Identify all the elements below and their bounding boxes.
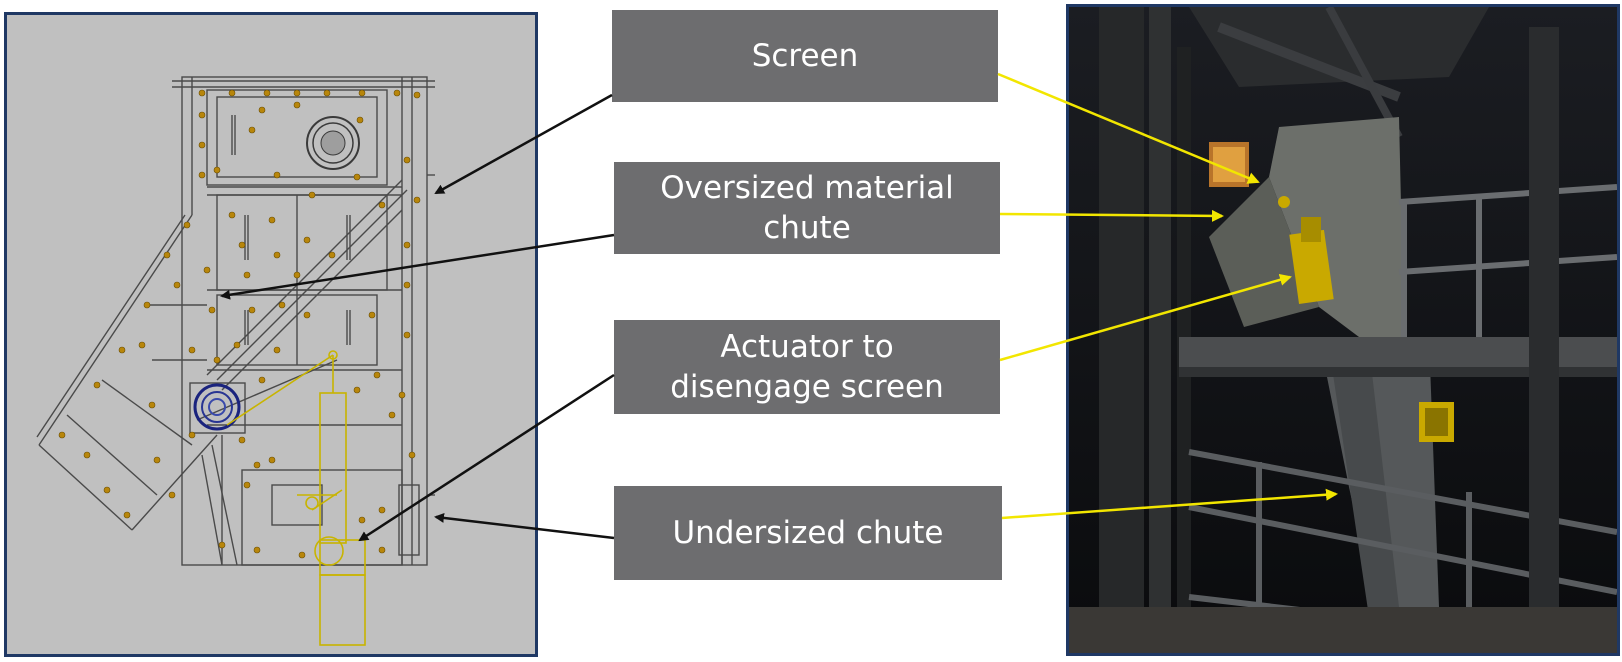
actuator-drawing bbox=[226, 350, 366, 646]
label-actuator: Actuator to disengage screen bbox=[614, 320, 1000, 414]
label-oversized-chute: Oversized material chute bbox=[614, 162, 1000, 254]
label-actuator-text: Actuator to disengage screen bbox=[670, 328, 944, 405]
equipment-photo-drawing bbox=[1069, 7, 1617, 653]
label-screen: Screen bbox=[612, 10, 998, 102]
label-undersized-chute: Undersized chute bbox=[614, 486, 1002, 580]
label-screen-text: Screen bbox=[751, 37, 859, 74]
cad-drawing bbox=[36, 76, 435, 646]
inspection-port bbox=[306, 116, 360, 170]
equipment-photo bbox=[1066, 4, 1620, 656]
label-oversized-chute-text: Oversized material chute bbox=[660, 169, 954, 246]
screen-drive-gearbox bbox=[189, 382, 246, 434]
label-undersized-chute-text: Undersized chute bbox=[672, 514, 944, 551]
cad-drawing-panel bbox=[4, 12, 538, 657]
